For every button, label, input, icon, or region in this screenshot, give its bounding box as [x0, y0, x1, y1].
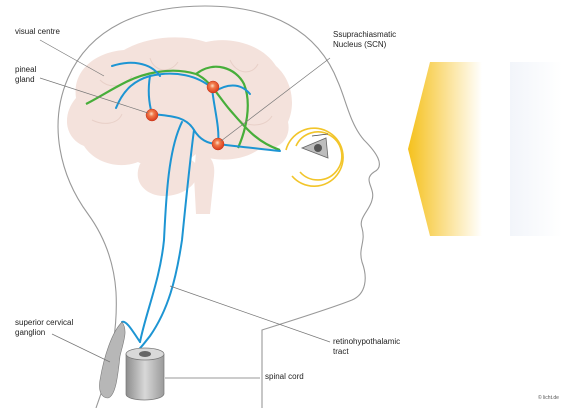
- label-retinohypothalamic-tract: retinohypothalamic tract: [333, 337, 400, 356]
- label-pineal-gland: pineal gland: [15, 65, 36, 84]
- pineal-gland-node: [146, 109, 158, 121]
- eye: [286, 128, 343, 186]
- leader-ganglion: [52, 334, 110, 362]
- label-superior-cervical-ganglion: superior cervical ganglion: [15, 318, 73, 337]
- visual-centre-node: [207, 81, 219, 93]
- label-spinal-cord: spinal cord: [265, 372, 304, 382]
- credit-text: © licht.de: [538, 395, 559, 401]
- label-scn: Ssuprachiasmatic Nucleus (SCN): [333, 30, 396, 49]
- label-visual-centre: visual centre: [15, 27, 60, 37]
- leader-tract: [170, 286, 330, 342]
- superior-cervical-ganglion: [99, 322, 125, 398]
- spinal-cord: [126, 348, 164, 400]
- brainstem: [194, 152, 214, 214]
- light-beam: [408, 62, 482, 236]
- light-beam-faint: [510, 62, 562, 236]
